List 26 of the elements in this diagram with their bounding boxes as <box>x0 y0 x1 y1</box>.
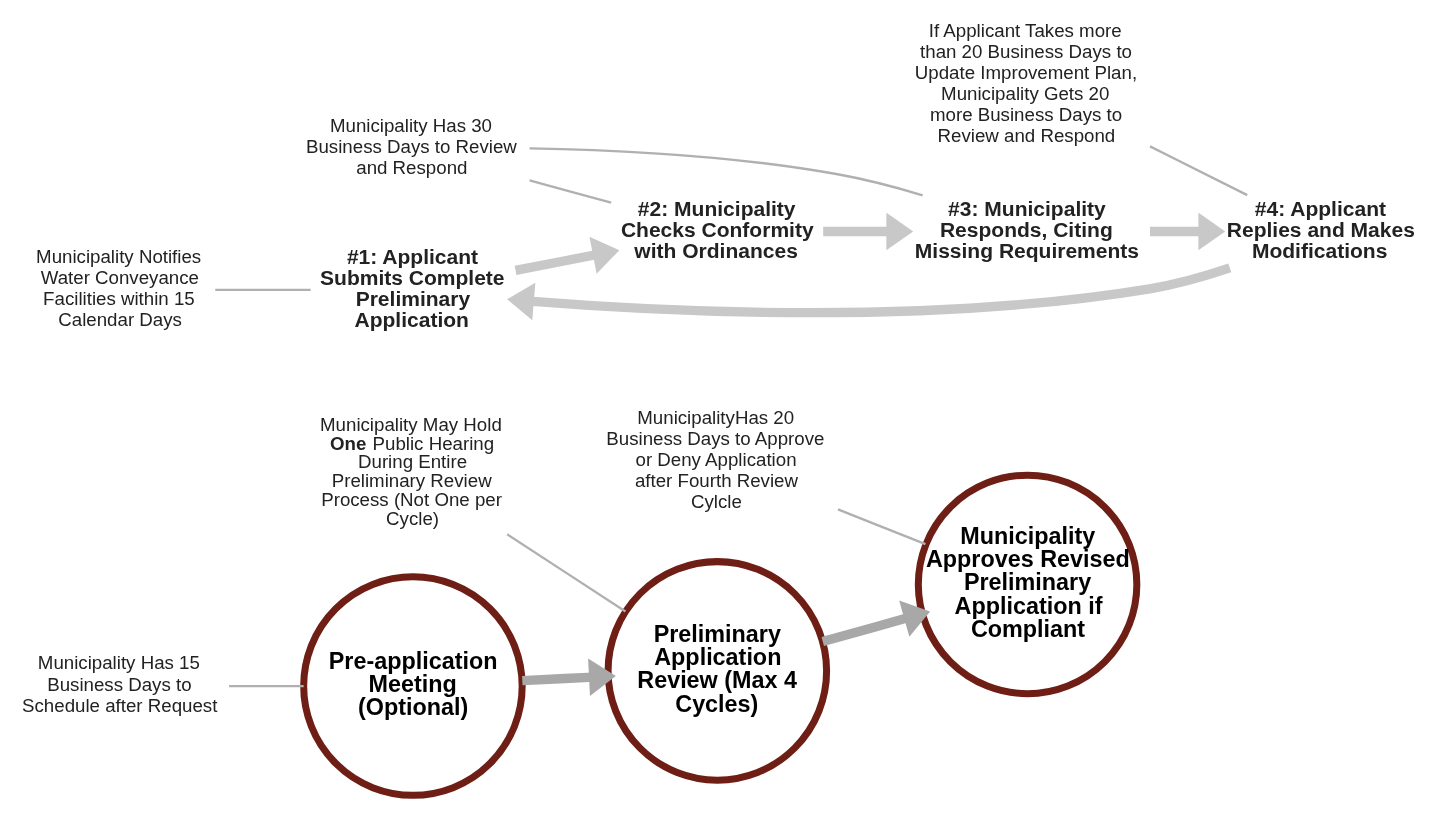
arrow <box>823 212 914 251</box>
connector <box>529 147 923 197</box>
node-text: Municipality Has 15 Business Days to Schedule after Request <box>22 652 218 716</box>
node-circle: Municipality Approves Revised Preliminary Application if Compliant <box>914 471 1141 698</box>
node-text: Municipality May Hold One Public Hearing During Entire Preliminary Review Process (Not One per Cycle) <box>320 414 502 529</box>
node-text: Municipality Has 30 Business Days to Review and Respond <box>306 114 517 179</box>
connector <box>1149 145 1248 197</box>
arrow <box>514 236 620 275</box>
arrow <box>507 263 1232 321</box>
node-text: #2: Municipality Checks Conformity with Ordinances <box>620 196 814 262</box>
node-text: Municipality Notifies Water Conveyance Facilities within 15 Calendar Days <box>36 245 202 330</box>
node-text: MunicipalityHas 20 Business Days to Approve or Deny Application after Fourth Review Cylcle <box>606 407 825 513</box>
connector <box>837 508 926 546</box>
arrow <box>1150 212 1226 251</box>
arrow <box>522 658 616 697</box>
node-text: If Applicant Takes more than 20 Business Days to Update Improvement Plan, Municipality Gets 20 more Business Days to Review and Respond <box>914 20 1138 147</box>
node-text: #1: Applicant Submits Complete Preliminary Application <box>320 244 505 331</box>
connector <box>529 179 612 204</box>
node-text: #4: Applicant Replies and Makes Modifications <box>1226 196 1415 262</box>
connector <box>229 684 304 688</box>
node-circle: Preliminary Application Review (Max 4 Cycles) <box>604 558 831 784</box>
arrow <box>821 600 931 647</box>
connector <box>215 288 311 292</box>
node-circle: Pre-application Meeting (Optional) <box>300 573 526 799</box>
node-text: #3: Municipality Responds, Citing Missing Requirements <box>914 196 1140 262</box>
connector <box>506 533 627 613</box>
